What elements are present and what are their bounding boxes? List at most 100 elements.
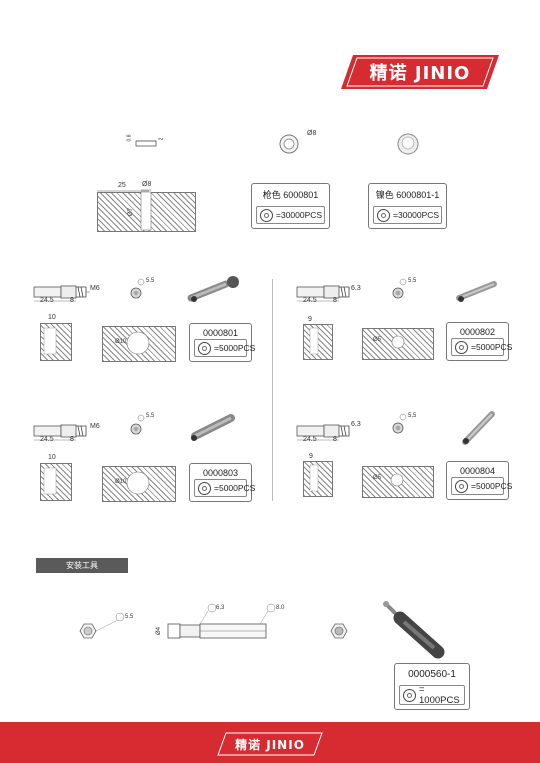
bolt-drawing <box>33 276 239 302</box>
drawing-dim-hole: Ø8 <box>142 181 152 188</box>
dim-length: 24.5 <box>40 436 54 443</box>
hole-drawing <box>97 189 152 231</box>
socket-tool-view <box>380 598 450 660</box>
dim-hole: Ø5 <box>373 475 382 481</box>
hole-drawing <box>43 467 150 495</box>
dim-block: 9 <box>309 453 313 460</box>
hole-drawing <box>43 327 150 355</box>
footer-logo: 精诺 JINIO <box>217 732 323 756</box>
footer-logo-shape <box>217 732 323 756</box>
qty-row: =5000PCS <box>451 338 512 356</box>
washer-ring-drawing <box>279 134 299 154</box>
dim-thread: M6 <box>90 285 100 292</box>
washer-side-drawing <box>135 140 157 147</box>
info-box-nickel: 镍色 6000801-1 =30000PCS <box>368 183 447 229</box>
coin-icon <box>403 688 416 702</box>
driver-bit-drawing <box>167 603 276 639</box>
dim-hex: 5.5 <box>146 278 155 284</box>
dim-hole: Ø10 <box>115 339 127 345</box>
dim-head: 8 <box>70 297 74 304</box>
info-qty: =5000PCS <box>471 342 513 352</box>
info-code: 0000804 <box>459 466 496 476</box>
washer-dim: Ø8 <box>307 130 317 137</box>
drawing-dim-inner: Ø7 <box>128 207 135 217</box>
washer-side-view: 0.8 2 <box>122 132 174 154</box>
qty-row: =5000PCS <box>194 339 255 357</box>
dim-head: 8 <box>333 297 337 304</box>
dim-hole: Ø10 <box>115 479 127 485</box>
dim-thread: 6.3 <box>351 421 361 428</box>
socket-view <box>329 621 349 641</box>
bit-dim-a: 6.3 <box>216 605 225 611</box>
info-box: 0000801 =5000PCS <box>189 323 255 362</box>
dim-length: 24.5 <box>40 297 54 304</box>
washer-front-view: Ø8 <box>278 130 326 155</box>
hex-nut-drawing <box>79 612 125 639</box>
dim-block: 9 <box>308 316 312 323</box>
dim-length: 24.5 <box>303 297 317 304</box>
qty-row: = 1000PCS <box>399 684 465 706</box>
info-code: 0000801 <box>202 328 239 338</box>
hole-drawing <box>309 464 404 492</box>
hole-drawing <box>309 327 405 355</box>
bolt-drawing <box>33 414 235 441</box>
info-box: 0000804 =5000PCS <box>446 461 512 500</box>
dim-head: 8 <box>70 436 74 443</box>
product-card-2: 24.5 8 6.3 5.5 9 Ø5 0000802 =5000PCS <box>291 278 521 370</box>
dim-length: 24.5 <box>303 436 317 443</box>
qty-row: =30000PCS <box>373 206 442 224</box>
info-code: 镍色 6000801-1 <box>375 190 440 200</box>
info-code: 0000802 <box>459 327 496 337</box>
socket-drawing <box>330 623 348 639</box>
info-code: 0000560-1 <box>408 669 456 680</box>
cap-view <box>396 132 420 156</box>
socket-tool-drawing <box>383 601 445 659</box>
info-code: 枪色 6000801 <box>262 190 319 200</box>
dim-side-b: 2 <box>158 137 165 141</box>
info-box: 0000802 =5000PCS <box>446 322 512 361</box>
logo-text: 精诺 JINIO <box>369 63 471 84</box>
dim-thread: M6 <box>90 423 100 430</box>
dim-thread: 6.3 <box>351 285 361 292</box>
brand-logo: 精诺 JINIO <box>341 55 499 89</box>
qty-row: =5000PCS <box>194 479 255 497</box>
vertical-divider <box>272 279 273 501</box>
coin-icon <box>377 208 390 222</box>
info-qty: =5000PCS <box>471 481 513 491</box>
hex-nut-view: 5.5 <box>74 608 136 650</box>
info-box-gun: 枪色 6000801 =30000PCS <box>251 183 330 229</box>
dim-side-a: 0.8 <box>126 134 133 142</box>
coin-icon <box>198 341 211 355</box>
bolt-drawing <box>296 411 495 445</box>
coin-icon <box>198 481 211 495</box>
bit-dim-b: 8.0 <box>276 605 285 611</box>
product-card-1: 24.5 8 M6 5.5 10 Ø10 0000801 =5000PCS <box>28 276 258 370</box>
footer-logo-text: 精诺 JINIO <box>235 737 305 752</box>
info-qty: =30000PCS <box>276 210 323 220</box>
qty-row: =5000PCS <box>451 477 512 495</box>
cap-drawing <box>397 133 419 155</box>
bolt-drawing <box>296 278 497 302</box>
info-qty: = 1000PCS <box>419 684 460 706</box>
bit-dia: Ø4 <box>156 626 163 636</box>
dim-hex: 5.5 <box>146 413 155 419</box>
info-qty: =30000PCS <box>393 210 440 220</box>
logo-shape <box>341 55 499 89</box>
qty-row: =30000PCS <box>256 206 325 224</box>
info-box: 0000803 =5000PCS <box>189 463 255 502</box>
coin-icon <box>260 208 273 222</box>
product-card-4: 24.5 8 6.3 5.5 9 Ø5 0000804 =5000PCS <box>291 408 521 504</box>
hex-dim: 5.5 <box>125 614 134 620</box>
dim-hex: 5.5 <box>408 278 417 284</box>
coin-icon <box>455 479 468 493</box>
coin-icon <box>455 340 468 354</box>
dim-block: 10 <box>48 314 56 321</box>
section-title-tools: 安装工具 <box>36 558 128 573</box>
tool-info-box: 0000560-1 = 1000PCS <box>394 663 470 710</box>
hole-section-drawing: 25 Ø8 Ø7 <box>97 180 197 232</box>
dim-hole: Ø5 <box>373 337 382 343</box>
info-qty: =5000PCS <box>214 483 256 493</box>
dim-block: 10 <box>48 454 56 461</box>
product-card-3: 24.5 8 M6 5.5 10 Ø10 0000803 =5000PCS <box>28 408 258 504</box>
info-qty: =5000PCS <box>214 343 256 353</box>
